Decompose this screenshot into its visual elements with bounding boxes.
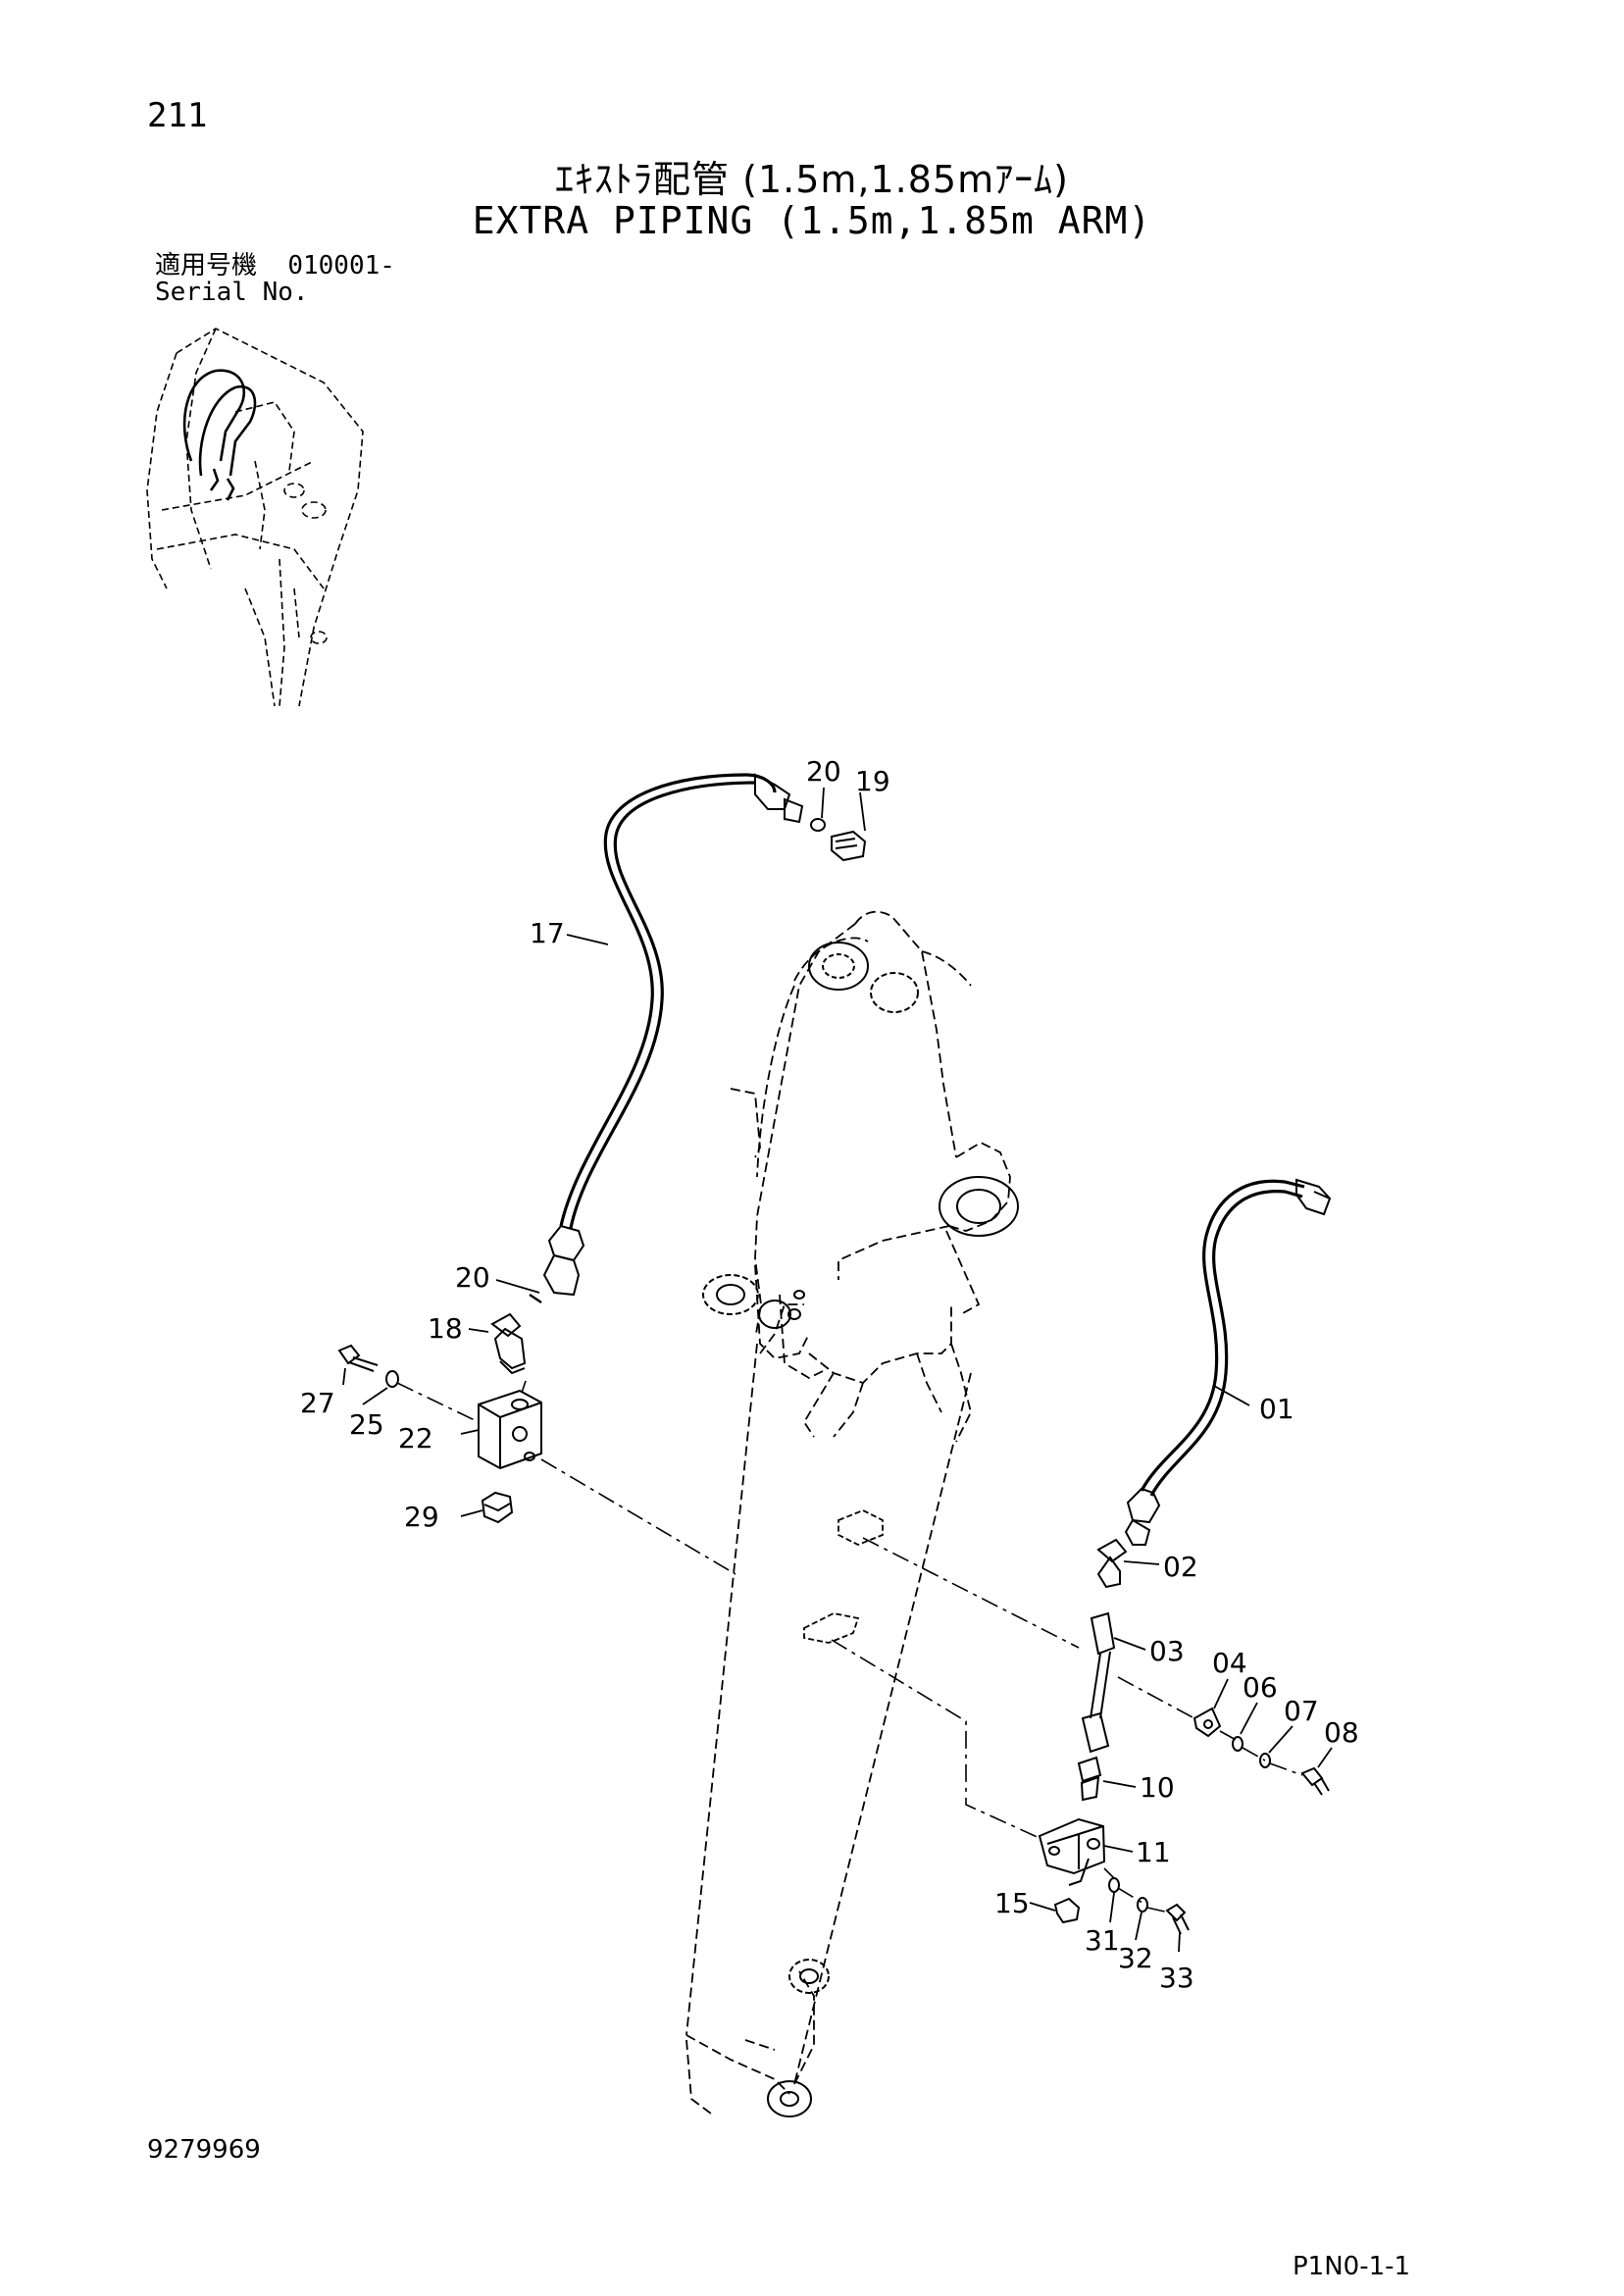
callout-20-top: 20 xyxy=(806,755,841,788)
washer-32 xyxy=(1137,1897,1148,1913)
callout-02: 02 xyxy=(1163,1551,1198,1583)
elbow-18 xyxy=(490,1312,527,1375)
callout-27: 27 xyxy=(300,1387,335,1419)
overview-hoses xyxy=(182,369,257,501)
seal-20-lower xyxy=(529,1293,542,1304)
plug-19 xyxy=(831,830,867,862)
tee-11 xyxy=(1038,1817,1106,1886)
callout-20-lower: 20 xyxy=(455,1261,490,1294)
callout-01: 01 xyxy=(1259,1393,1294,1425)
hose-17 xyxy=(542,773,804,1297)
document-number: 9279969 xyxy=(147,2135,261,2165)
page-number: 211 xyxy=(147,96,208,135)
callout-labels: 01 02 03 04 06 07 08 10 11 15 17 18 19 2… xyxy=(300,755,1359,1994)
callout-07: 07 xyxy=(1284,1695,1319,1727)
washer-31 xyxy=(1108,1877,1120,1893)
bolt-33 xyxy=(1165,1903,1190,1935)
title-japanese: ｴｷｽﾄﾗ配管 (1.5m,1.85mｱｰﾑ) xyxy=(555,158,1069,201)
callout-06: 06 xyxy=(1243,1671,1278,1704)
callout-25: 25 xyxy=(349,1408,384,1441)
callout-15: 15 xyxy=(994,1887,1030,1919)
connector-10 xyxy=(1077,1756,1102,1802)
cap-15 xyxy=(1053,1897,1081,1924)
bolt-27 xyxy=(337,1344,379,1372)
bolt-08 xyxy=(1300,1766,1330,1796)
pipe-03 xyxy=(1081,1611,1116,1754)
callout-29: 29 xyxy=(404,1501,439,1533)
serial-block: 適用号機 010001- Serial No. xyxy=(155,253,395,306)
serial-label-jp: 適用号機 xyxy=(155,251,258,281)
callout-18: 18 xyxy=(428,1312,463,1345)
callout-19: 19 xyxy=(855,765,890,797)
hose-01 xyxy=(1124,1178,1332,1546)
callout-33: 33 xyxy=(1159,1962,1194,1994)
callout-10: 10 xyxy=(1140,1771,1175,1804)
callout-03: 03 xyxy=(1149,1635,1185,1667)
title-english: EXTRA PIPING (1.5m,1.85m ARM) xyxy=(472,199,1152,242)
page-code: P1N0-1-1 xyxy=(1293,2252,1411,2281)
callout-31: 31 xyxy=(1085,1924,1120,1957)
callout-22: 22 xyxy=(398,1422,433,1454)
serial-value: 010001- xyxy=(287,251,395,281)
nut-29 xyxy=(481,1491,514,1524)
leader-lines xyxy=(342,787,1333,1953)
block-22 xyxy=(478,1389,542,1470)
callout-08: 08 xyxy=(1324,1716,1359,1749)
callout-32: 32 xyxy=(1118,1942,1153,1974)
overview-thumbnail xyxy=(146,328,364,707)
washer-06 xyxy=(1232,1736,1243,1752)
washer-25 xyxy=(385,1370,399,1388)
callout-17: 17 xyxy=(530,917,565,949)
seal-20-top xyxy=(810,818,826,832)
clamp-04 xyxy=(1193,1707,1222,1738)
callout-04: 04 xyxy=(1212,1647,1247,1679)
arm-brackets xyxy=(803,1509,884,1644)
callout-11: 11 xyxy=(1136,1836,1171,1868)
elbow-02 xyxy=(1096,1538,1128,1589)
arm-bosses xyxy=(702,942,1019,2117)
install-lines xyxy=(396,1380,1303,1913)
serial-label-en: Serial No. xyxy=(155,278,309,307)
arm-outline xyxy=(685,910,1011,2115)
washer-07 xyxy=(1259,1753,1271,1768)
